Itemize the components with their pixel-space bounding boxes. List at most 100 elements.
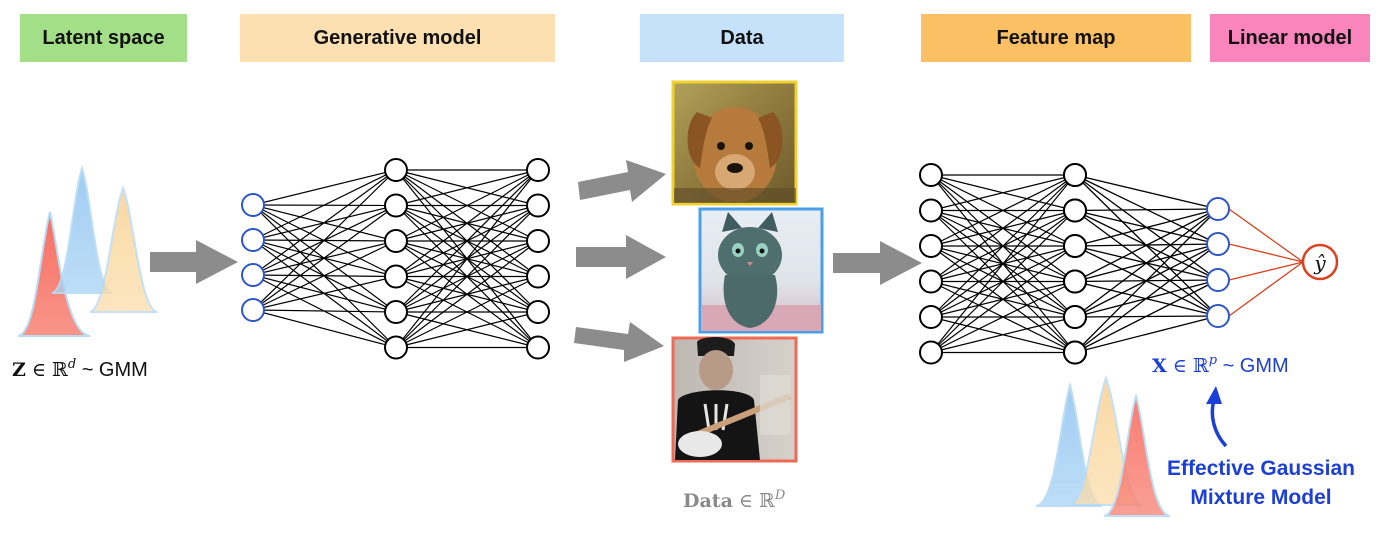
network-node bbox=[919, 198, 943, 223]
network-edge bbox=[930, 245, 1076, 353]
network-node bbox=[1063, 198, 1087, 223]
output-edge bbox=[1228, 261, 1304, 317]
network-node bbox=[384, 264, 408, 289]
network-node bbox=[919, 305, 943, 329]
network-node bbox=[919, 234, 943, 258]
feature-map-label: Feature map bbox=[921, 14, 1191, 62]
network-edge bbox=[930, 316, 1076, 354]
network-node bbox=[1063, 305, 1087, 329]
network-node bbox=[1206, 232, 1230, 256]
network-node bbox=[1063, 269, 1087, 294]
network-edge bbox=[395, 275, 539, 349]
annotation-line2: Mixture Model bbox=[1190, 486, 1331, 509]
network-edge bbox=[930, 174, 1076, 247]
cat-photo bbox=[698, 207, 824, 334]
network-edge bbox=[252, 169, 397, 206]
network-node bbox=[1206, 268, 1230, 292]
network-node bbox=[526, 193, 550, 218]
network-node bbox=[526, 229, 550, 253]
generative-model-label: Generative model bbox=[240, 14, 555, 62]
data-equation: Data ∈ ℝD bbox=[683, 488, 786, 512]
network-node bbox=[384, 158, 408, 182]
latent-gaussians-icon bbox=[17, 164, 158, 337]
network-edge bbox=[1074, 208, 1219, 247]
network-edge bbox=[395, 169, 539, 313]
network-edge bbox=[930, 174, 1076, 282]
network-node bbox=[1206, 197, 1230, 221]
network-edge bbox=[395, 169, 539, 207]
network-node bbox=[526, 264, 550, 289]
network-node bbox=[241, 228, 265, 252]
generative-network-nodes bbox=[241, 158, 550, 360]
network-edge bbox=[395, 169, 539, 242]
network-edge bbox=[930, 210, 1076, 353]
latent-equation: Z ∈ ℝd ~ GMM bbox=[12, 357, 148, 381]
linear-model-label: Linear model bbox=[1210, 14, 1370, 62]
arrow-to-cat bbox=[576, 235, 666, 279]
arrow-to-dog bbox=[578, 160, 666, 202]
annotation-line1: Effective Gaussian bbox=[1167, 457, 1355, 480]
network-edge bbox=[395, 240, 539, 348]
network-edge bbox=[395, 311, 539, 349]
network-node bbox=[1206, 304, 1230, 328]
network-edge bbox=[1074, 208, 1219, 212]
y-hat-symbol: ŷ bbox=[1313, 251, 1326, 275]
network-node bbox=[384, 229, 408, 253]
network-edge bbox=[252, 169, 397, 311]
network-edge bbox=[395, 205, 539, 348]
network-node bbox=[919, 163, 943, 187]
network-node bbox=[241, 193, 265, 217]
feature-gaussians-icon bbox=[1035, 375, 1171, 517]
network-edge bbox=[1074, 208, 1219, 318]
feature-network-edges bbox=[930, 174, 1076, 354]
network-node bbox=[384, 300, 408, 324]
dog-photo bbox=[671, 80, 798, 206]
annotation-arrow bbox=[1206, 386, 1228, 448]
network-node bbox=[526, 300, 550, 324]
network-node bbox=[1063, 340, 1087, 365]
network-edge bbox=[395, 169, 539, 348]
network-edge bbox=[252, 309, 397, 349]
network-edge bbox=[252, 309, 397, 313]
network-node bbox=[526, 158, 550, 182]
output-edge bbox=[1228, 208, 1304, 263]
network-edge bbox=[395, 169, 539, 277]
network-node bbox=[919, 340, 943, 365]
output-edge bbox=[1228, 261, 1304, 281]
output-edge bbox=[1228, 243, 1304, 263]
network-node bbox=[384, 193, 408, 218]
network-node bbox=[241, 263, 265, 287]
network-edge bbox=[252, 275, 397, 311]
network-edge bbox=[252, 169, 397, 276]
data-label: Data bbox=[640, 14, 844, 62]
network-edge bbox=[1074, 174, 1219, 210]
network-edge bbox=[1074, 279, 1219, 354]
network-edge bbox=[252, 240, 397, 311]
network-node bbox=[1063, 163, 1087, 187]
arrow-data-to-feature bbox=[833, 241, 922, 285]
arrow-to-guitarist bbox=[574, 322, 664, 362]
network-node bbox=[526, 335, 550, 360]
network-edge bbox=[1074, 243, 1219, 354]
network-edge bbox=[1074, 208, 1219, 353]
network-edge bbox=[1074, 315, 1219, 354]
network-node bbox=[919, 269, 943, 294]
feature-equation: X ∈ ℝp ~ GMM bbox=[1152, 353, 1289, 377]
linear-model-nodes bbox=[1063, 163, 1230, 365]
network-edge bbox=[1074, 208, 1219, 283]
generative-network-edges bbox=[252, 169, 539, 349]
linear-model-edges bbox=[1074, 174, 1304, 354]
network-edge bbox=[930, 174, 1076, 318]
network-edge bbox=[252, 169, 397, 241]
network-node bbox=[384, 335, 408, 360]
network-edge bbox=[930, 280, 1076, 354]
flow-arrows bbox=[150, 160, 922, 362]
output-node: ŷ bbox=[1301, 243, 1339, 281]
arrow-latent-to-generative bbox=[150, 240, 238, 284]
network-edge bbox=[930, 174, 1076, 353]
network-edge bbox=[930, 174, 1076, 212]
network-node bbox=[241, 298, 265, 322]
latent-space-label: Latent space bbox=[20, 14, 187, 62]
network-edge bbox=[252, 205, 397, 311]
